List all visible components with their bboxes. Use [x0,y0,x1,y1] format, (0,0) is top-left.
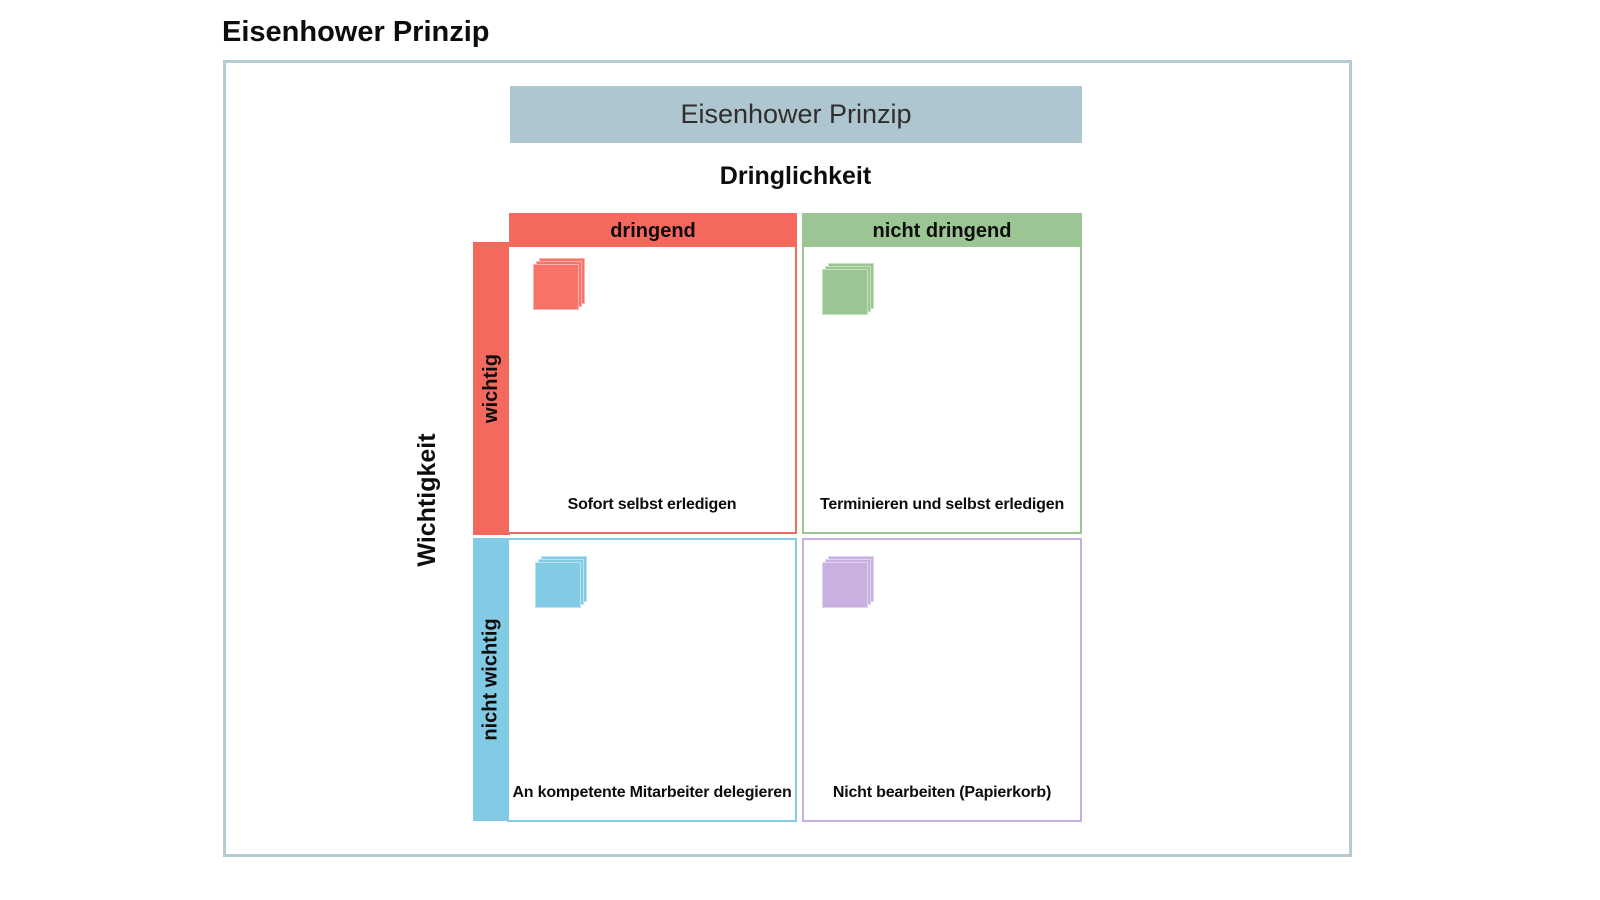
quadrant-caption: Terminieren und selbst erledigen [819,496,1065,513]
row-header-wichtig-label: wichtig [480,354,503,423]
sticky-note-icon [535,562,581,608]
sticky-note-icon [822,562,868,608]
sticky-note-stack [533,258,585,310]
column-header-nicht-dringend: nicht dringend [802,213,1082,250]
row-header-wichtig: wichtig [473,242,510,535]
quadrant-urgent-notimportant: An kompetente Mitarbeiter delegieren [507,538,797,822]
sticky-note-icon [822,269,868,315]
column-header-dringend: dringend [509,213,797,250]
quadrant-noturgent-notimportant: Nicht bearbeiten (Papierkorb) [802,538,1082,822]
quadrant-caption: An kompetente Mitarbeiter delegieren [512,784,792,801]
y-axis-label-wichtigkeit: Wichtigkeit [412,433,441,567]
sticky-note-icon [533,264,579,310]
sticky-note-stack [822,263,874,315]
matrix-title: Eisenhower Prinzip [680,99,912,129]
row-header-nicht-wichtig: nicht wichtig [473,538,510,821]
sticky-note-stack [535,556,587,608]
page-title: Eisenhower Prinzip [222,16,490,48]
sticky-note-stack [822,556,874,608]
matrix-title-bar: Eisenhower Prinzip [510,86,1082,143]
quadrant-caption: Sofort selbst erledigen [567,496,737,513]
quadrant-noturgent-important: Terminieren und selbst erledigen [802,245,1082,534]
row-header-nicht-wichtig-label: nicht wichtig [480,618,502,741]
x-axis-label-dringlichkeit: Dringlichkeit [719,162,872,190]
quadrant-caption: Nicht bearbeiten (Papierkorb) [832,784,1052,801]
quadrant-urgent-important: Sofort selbst erledigen [507,245,797,534]
